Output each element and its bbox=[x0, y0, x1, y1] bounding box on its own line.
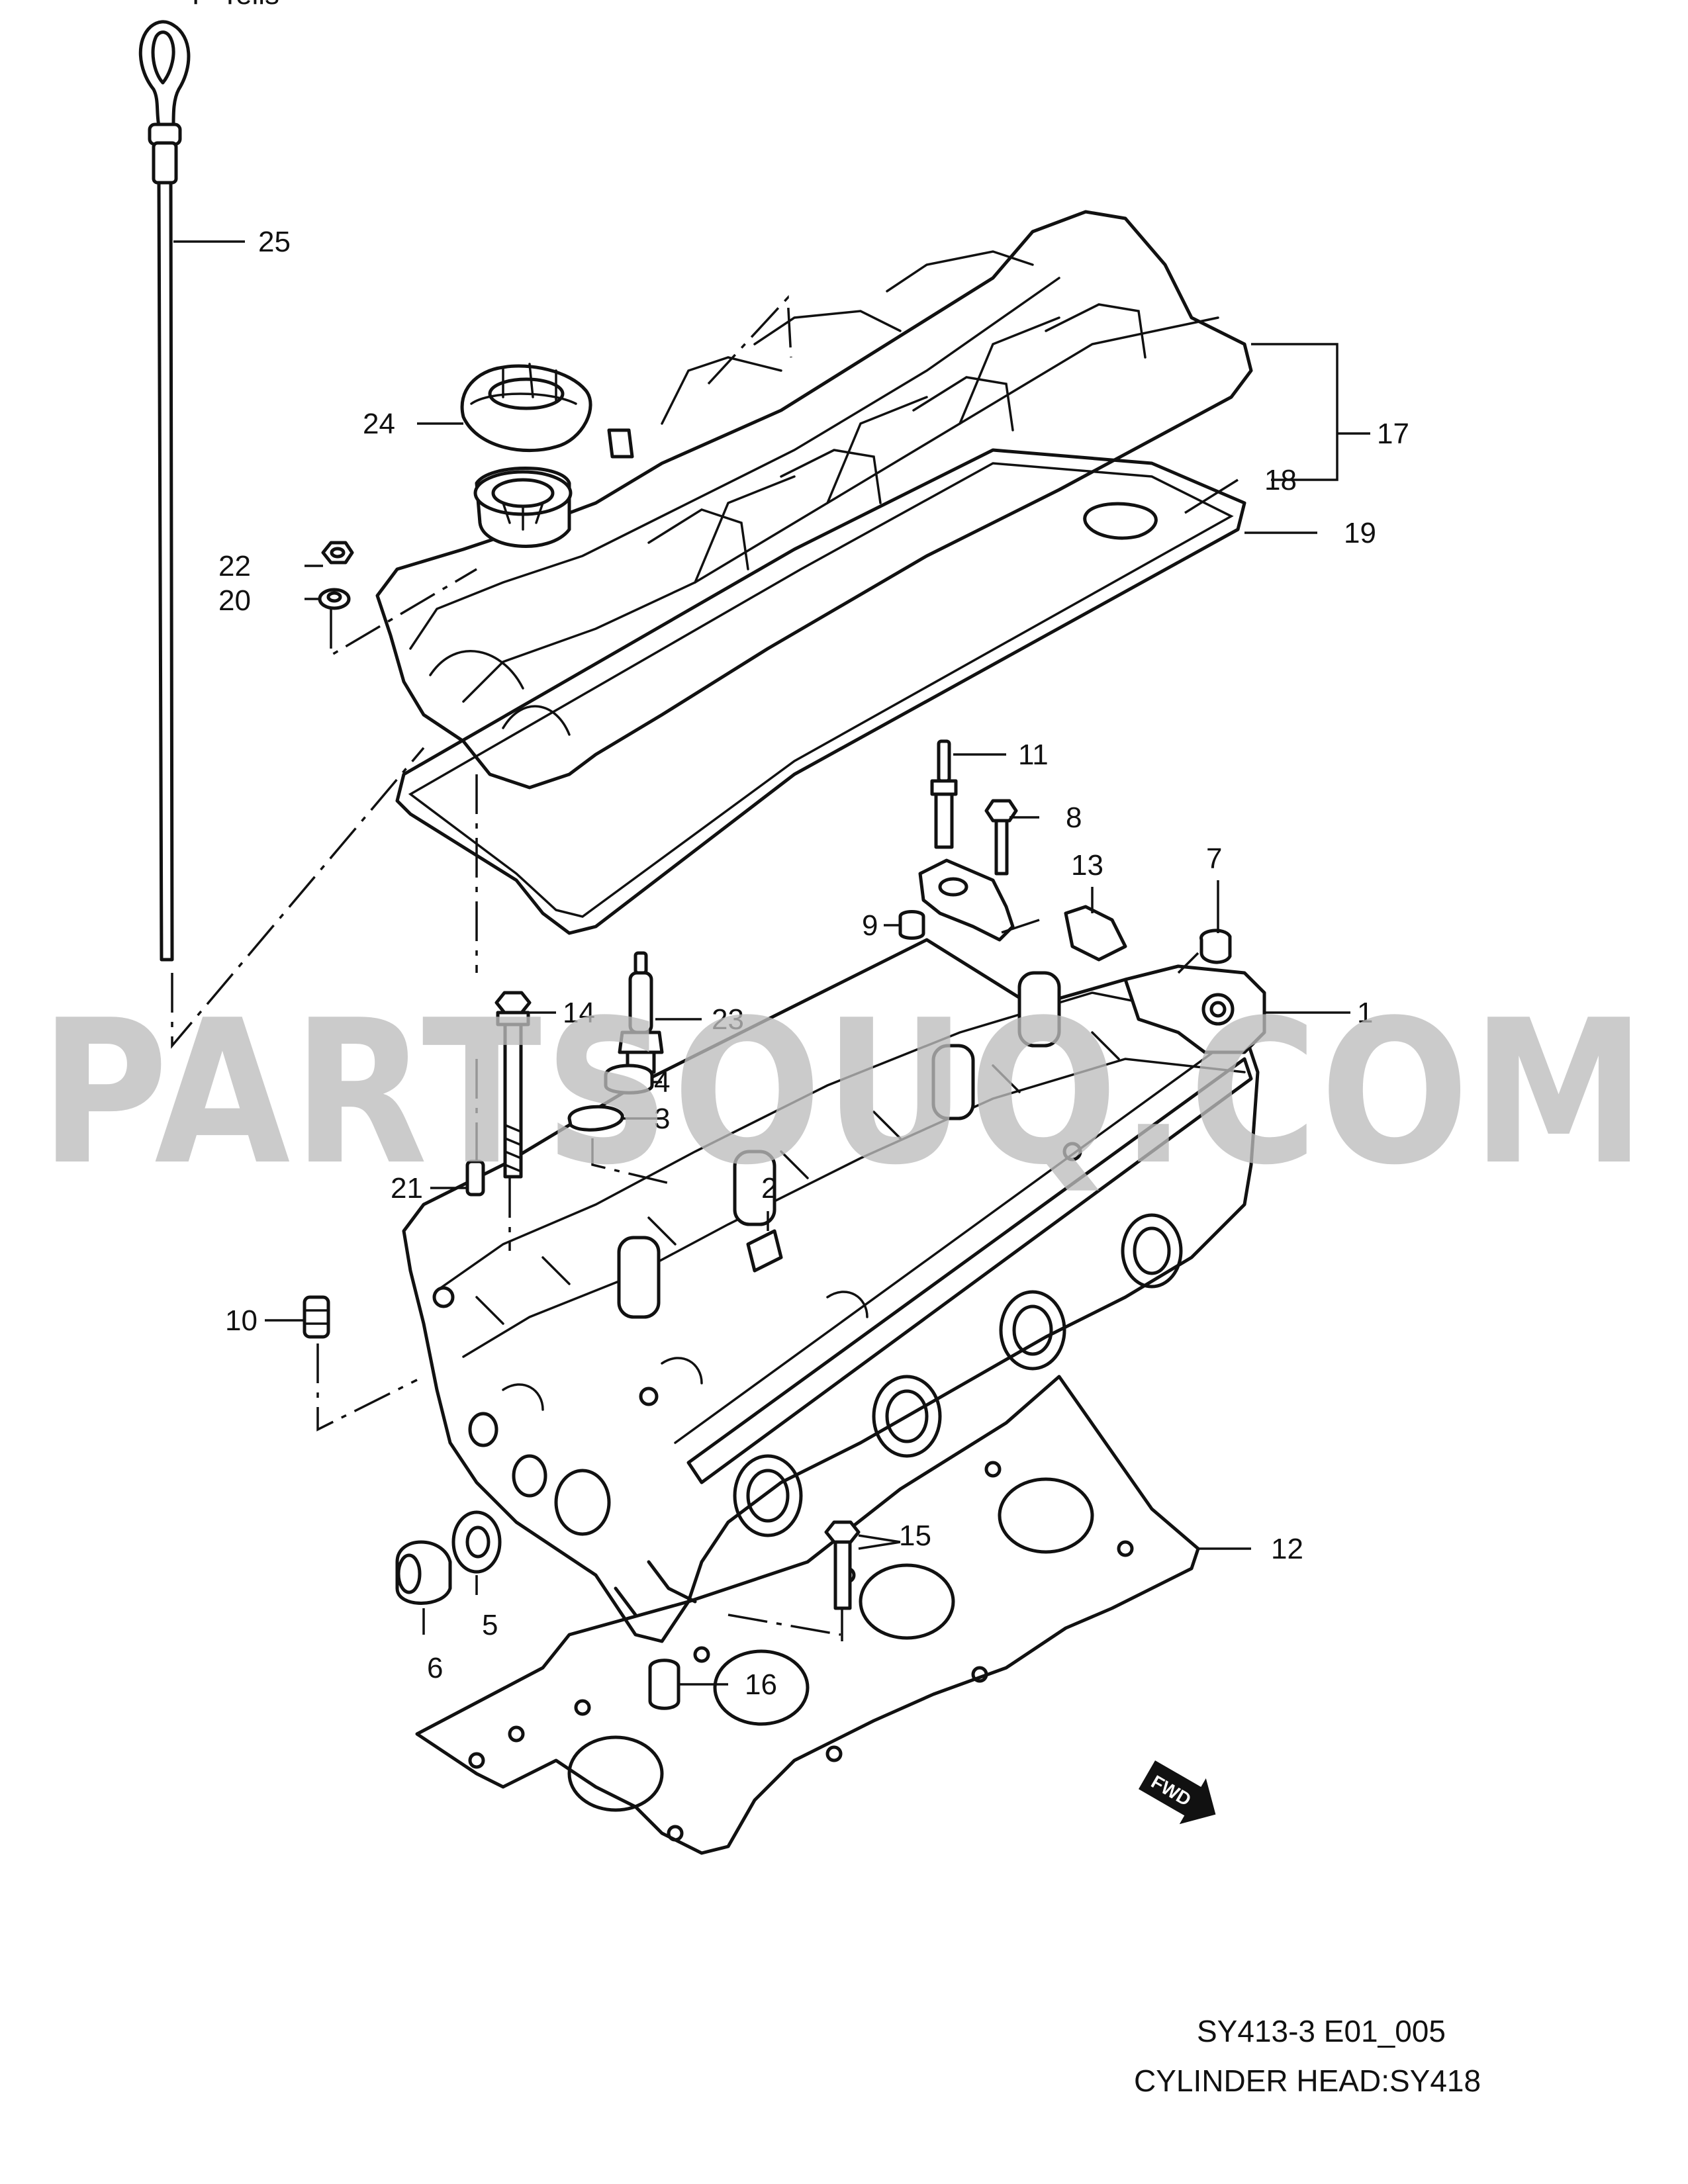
spark-plug-seal bbox=[1083, 502, 1158, 540]
callout-15: 15 bbox=[899, 1520, 931, 1552]
callout-1: 1 bbox=[1357, 997, 1373, 1029]
callout-24: 24 bbox=[363, 408, 395, 440]
callout-17: 17 bbox=[1377, 418, 1409, 450]
cam-cap-stud bbox=[930, 739, 958, 849]
callout-10: 10 bbox=[225, 1304, 258, 1337]
gasket-3 bbox=[567, 1105, 624, 1132]
oil-filler-cap bbox=[460, 363, 592, 453]
callout-labels: 25 24 17 18 19 22 20 11 8 13 7 9 1 14 23… bbox=[218, 226, 1409, 1701]
callout-21: 21 bbox=[391, 1172, 423, 1205]
callout-22: 22 bbox=[218, 550, 251, 582]
callout-16: 16 bbox=[745, 1668, 777, 1701]
callout-2: 2 bbox=[761, 1172, 777, 1205]
watermark: PARTSOUQ.COM bbox=[40, 978, 1648, 1208]
stud-10 bbox=[303, 1295, 330, 1339]
dipstick bbox=[138, 20, 191, 962]
callout-23: 23 bbox=[712, 1003, 744, 1036]
callout-3: 3 bbox=[654, 1103, 670, 1135]
assembly-lines bbox=[171, 295, 1199, 1641]
callout-19: 19 bbox=[1344, 517, 1376, 549]
callout-18: 18 bbox=[1264, 464, 1297, 496]
plug-4 bbox=[604, 1064, 654, 1095]
dowel-pin bbox=[898, 910, 925, 940]
diagram-title: CYLINDER HEAD:SY418 bbox=[1134, 2064, 1481, 2098]
dowel-16 bbox=[648, 1659, 680, 1710]
callout-11: 11 bbox=[1018, 739, 1049, 771]
callout-25: 25 bbox=[258, 226, 291, 258]
cylinder-head-cover bbox=[375, 210, 1253, 790]
valve-guide bbox=[746, 1229, 783, 1273]
top-cropped-text: P-Tells bbox=[192, 0, 279, 11]
washer-5 bbox=[451, 1510, 502, 1574]
cam-cap bbox=[918, 858, 1015, 942]
cam-end-cap bbox=[1064, 905, 1127, 962]
stud-pin bbox=[465, 1160, 485, 1197]
cover-washer bbox=[318, 588, 351, 610]
diagram-code: SY413-3 E01_005 bbox=[1197, 2014, 1446, 2048]
callout-6: 6 bbox=[427, 1652, 443, 1684]
callout-8: 8 bbox=[1066, 801, 1082, 834]
callout-20: 20 bbox=[218, 584, 251, 617]
callout-12: 12 bbox=[1271, 1533, 1303, 1565]
callout-14: 14 bbox=[563, 997, 595, 1029]
callout-9: 9 bbox=[862, 909, 878, 942]
callout-7: 7 bbox=[1206, 842, 1222, 875]
plug-6 bbox=[395, 1540, 452, 1605]
cover-gasket bbox=[395, 448, 1246, 935]
callout-4: 4 bbox=[654, 1066, 670, 1099]
leader-lines bbox=[173, 240, 1350, 1686]
callout-13: 13 bbox=[1071, 849, 1103, 882]
cam-cap-bolt bbox=[984, 799, 1018, 876]
callout-5: 5 bbox=[482, 1609, 498, 1641]
head-plug bbox=[1199, 929, 1232, 964]
head-bolt bbox=[494, 991, 532, 1179]
spark-plug bbox=[618, 951, 664, 1074]
gasket-bolt bbox=[824, 1520, 861, 1610]
fwd-arrow-icon: FWD bbox=[1139, 1760, 1216, 1825]
cover-nut bbox=[321, 541, 354, 565]
